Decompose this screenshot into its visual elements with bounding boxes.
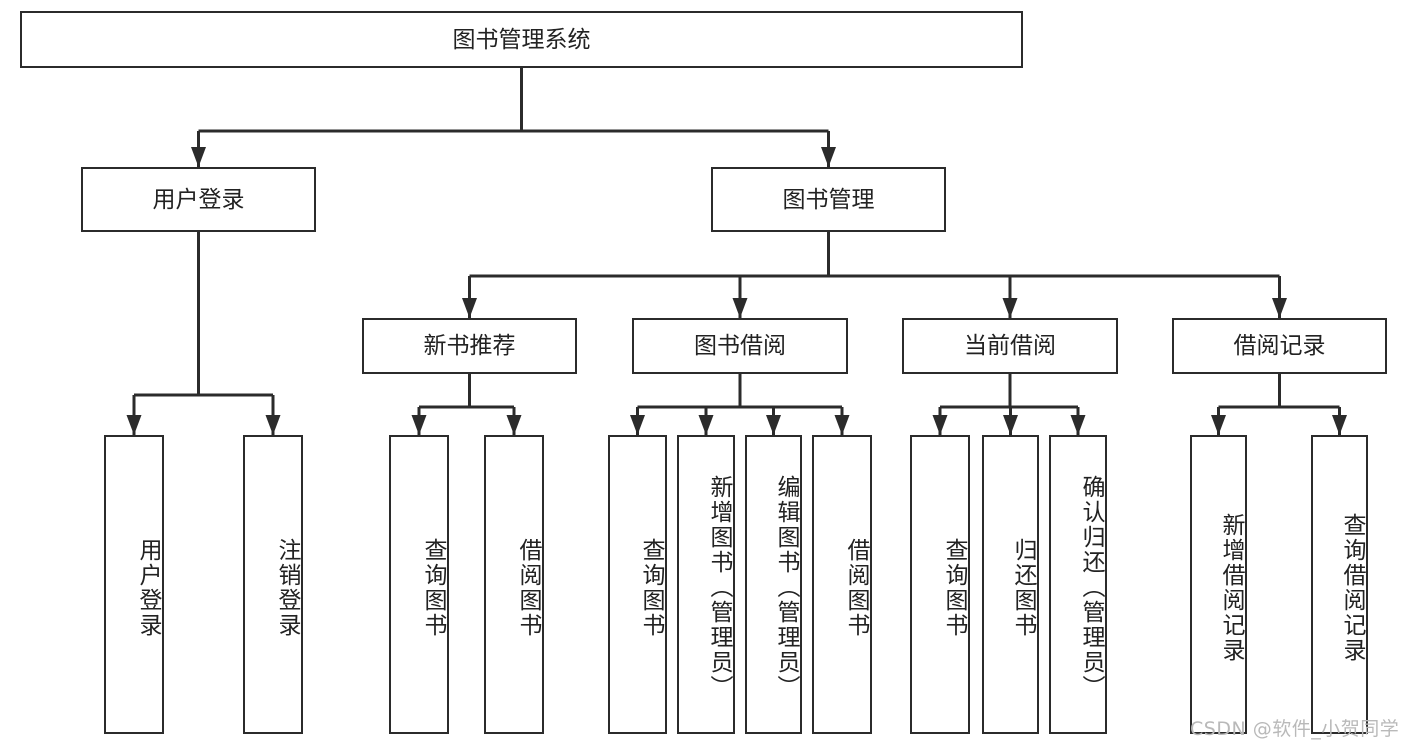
node-leaf-borrow-book-2[interactable]: 借阅图书 (812, 435, 872, 734)
csdn-watermark: CSDN @软件_小贺同学 (1190, 718, 1400, 740)
node-leaf-query-book-1-label: 查询图书 (421, 537, 447, 638)
node-current-borrow-label: 当前借阅 (964, 332, 1056, 359)
node-leaf-return-book[interactable]: 归还图书 (982, 435, 1039, 734)
node-leaf-add-book-label: 新增图书（管理员） (707, 475, 733, 700)
node-leaf-logout[interactable]: 注销登录 (243, 435, 303, 734)
node-leaf-return-book-label: 归还图书 (1011, 537, 1037, 638)
node-root-label: 图书管理系统 (452, 25, 591, 52)
node-new-book-rec-label: 新书推荐 (423, 332, 516, 359)
node-new-book-rec[interactable]: 新书推荐 (362, 318, 577, 374)
node-root[interactable]: 图书管理系统 (20, 11, 1023, 68)
node-leaf-query-book-3[interactable]: 查询图书 (910, 435, 970, 734)
node-user-login[interactable]: 用户登录 (81, 167, 316, 232)
node-borrow-record[interactable]: 借阅记录 (1172, 318, 1387, 374)
node-leaf-borrow-book-2-label: 借阅图书 (844, 537, 870, 638)
node-leaf-confirm-return-label: 确认归还（管理员） (1079, 475, 1105, 700)
node-leaf-add-record-label: 新增借阅记录 (1219, 512, 1245, 663)
node-borrow-record-label: 借阅记录 (1233, 332, 1326, 359)
node-book-borrow-label: 图书借阅 (694, 332, 786, 359)
node-leaf-query-book-2[interactable]: 查询图书 (608, 435, 667, 734)
node-current-borrow[interactable]: 当前借阅 (902, 318, 1118, 374)
node-leaf-query-book-3-label: 查询图书 (942, 537, 968, 638)
node-leaf-user-login[interactable]: 用户登录 (104, 435, 164, 734)
node-leaf-logout-label: 注销登录 (275, 537, 301, 638)
node-leaf-query-record-label: 查询借阅记录 (1340, 512, 1366, 663)
node-leaf-add-book[interactable]: 新增图书（管理员） (677, 435, 735, 734)
node-leaf-borrow-book-1[interactable]: 借阅图书 (484, 435, 544, 734)
node-leaf-query-record[interactable]: 查询借阅记录 (1311, 435, 1368, 734)
node-leaf-edit-book[interactable]: 编辑图书（管理员） (745, 435, 802, 734)
node-leaf-query-book-2-label: 查询图书 (639, 537, 665, 638)
node-book-manage[interactable]: 图书管理 (711, 167, 946, 232)
node-book-manage-label: 图书管理 (782, 185, 875, 212)
node-leaf-confirm-return[interactable]: 确认归还（管理员） (1049, 435, 1107, 734)
node-leaf-add-record[interactable]: 新增借阅记录 (1190, 435, 1247, 734)
node-book-borrow[interactable]: 图书借阅 (632, 318, 848, 374)
node-leaf-query-book-1[interactable]: 查询图书 (389, 435, 449, 734)
node-leaf-borrow-book-1-label: 借阅图书 (516, 537, 542, 638)
node-leaf-user-login-label: 用户登录 (136, 537, 162, 638)
node-leaf-edit-book-label: 编辑图书（管理员） (774, 475, 800, 700)
node-user-login-label: 用户登录 (152, 185, 245, 212)
